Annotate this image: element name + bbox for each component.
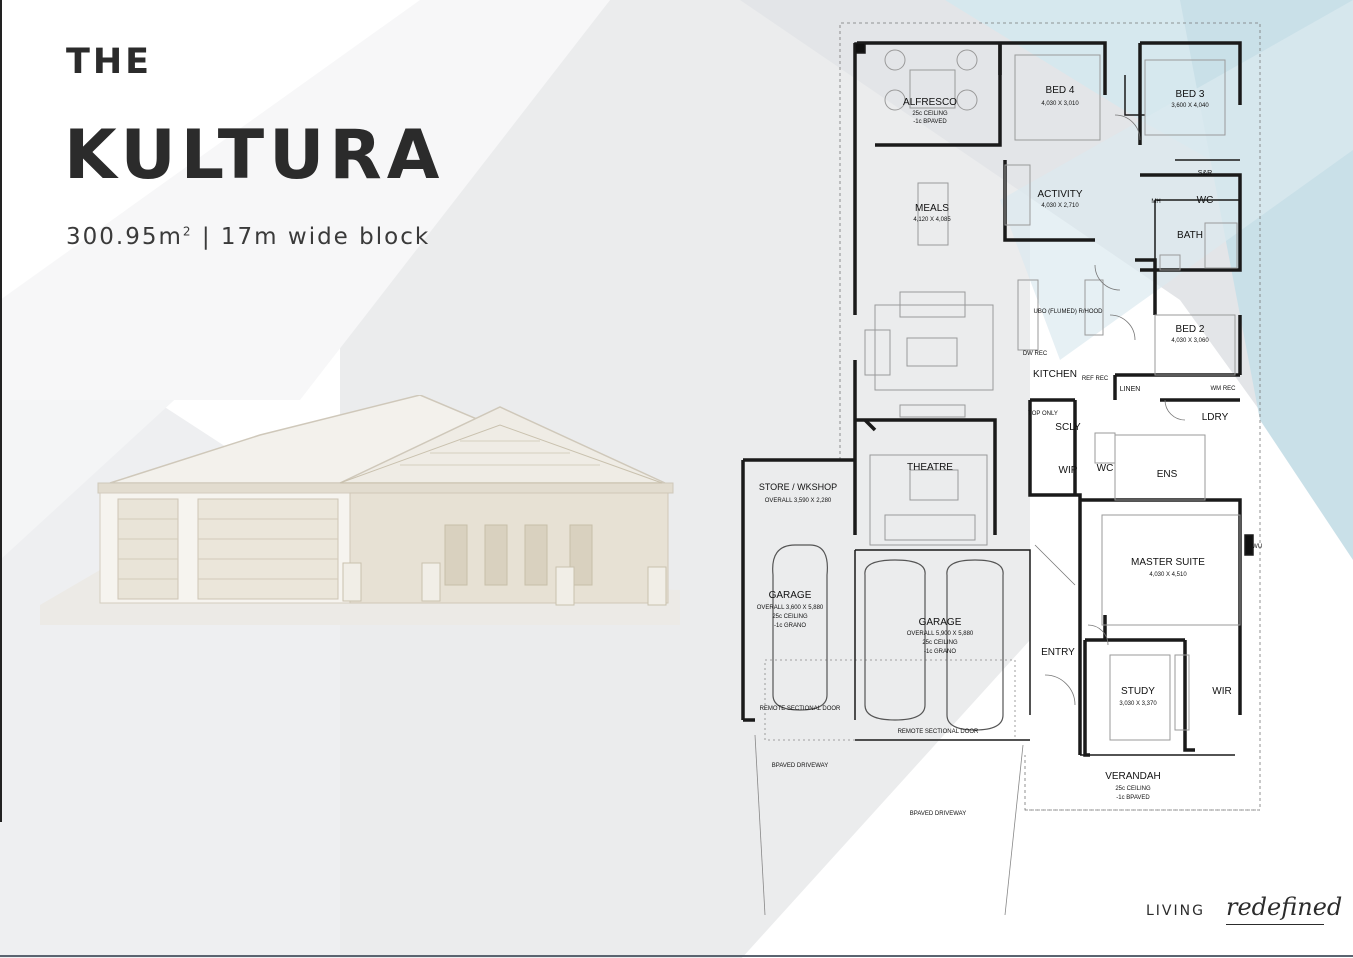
room-activity: ACTIVITY xyxy=(1037,189,1082,200)
label-ref: REF REC xyxy=(1082,376,1109,382)
room-meals: MEALS xyxy=(915,203,949,214)
room-master: MASTER SUITE xyxy=(1131,557,1205,568)
label-hwu: HWU xyxy=(1248,544,1262,550)
brand-logo: LIVING redefined xyxy=(1146,893,1342,929)
room-bath: BATH xyxy=(1177,230,1203,241)
area-value: 300.95m xyxy=(66,224,183,250)
garage2-door: REMOTE SECTIONAL DOOR xyxy=(898,729,979,735)
master-size: 4,030 X 4,510 xyxy=(1149,572,1187,578)
driveway-2: BPAVED DRIVEWAY xyxy=(910,811,966,817)
bed2-size: 4,030 X 3,060 xyxy=(1171,338,1209,344)
room-bed2: BED 2 xyxy=(1176,324,1205,335)
alfresco-floor: -1c BPAVED xyxy=(913,119,947,125)
bed4-size: 4,030 X 3,010 xyxy=(1041,101,1079,107)
title-prefix: THE xyxy=(66,42,153,82)
bottom-border xyxy=(0,955,1353,957)
room-kitchen: KITCHEN xyxy=(1033,369,1077,380)
activity-size: 4,030 X 2,710 xyxy=(1041,203,1079,209)
garage1-ceiling: 25c CEILING xyxy=(772,614,808,620)
garage2-ceiling: 25c CEILING xyxy=(922,640,958,646)
driveway-1: BPAVED DRIVEWAY xyxy=(772,763,828,769)
house-facade-image xyxy=(40,395,680,625)
room-study: STUDY xyxy=(1121,686,1155,697)
label-wm: WM REC xyxy=(1211,386,1237,392)
room-linen: LINEN xyxy=(1120,386,1141,393)
brand-word-living: LIVING xyxy=(1146,903,1205,919)
floor-plan: ALFRESCO 25c CEILING -1c BPAVED BED 4 4,… xyxy=(741,22,1262,915)
garage2-floor: -1c GRANO xyxy=(924,649,956,655)
area-subtitle: 300.95m2 | 17m wide block xyxy=(66,224,430,250)
garage1-door: REMOTE SECTIONAL DOOR xyxy=(760,706,841,712)
room-bed3: BED 3 xyxy=(1176,89,1205,100)
room-wir: WIR xyxy=(1212,686,1231,697)
bed3-size: 3,600 X 4,040 xyxy=(1171,103,1209,109)
room-store: STORE / WKSHOP xyxy=(759,482,837,492)
room-garage2: GARAGE xyxy=(919,617,962,628)
meals-size: 4,120 X 4,085 xyxy=(913,217,951,223)
alfresco-ceiling: 25c CEILING xyxy=(912,111,948,117)
room-theatre: THEATRE xyxy=(907,462,953,473)
area-sup: 2 xyxy=(182,224,193,239)
verandah-floor: -1c BPAVED xyxy=(1116,795,1150,801)
verandah-ceiling: 25c CEILING xyxy=(1115,786,1151,792)
brand-underline xyxy=(1226,924,1324,925)
area-suffix: | 17m wide block xyxy=(201,224,431,250)
room-ldry: LDRY xyxy=(1202,412,1229,423)
room-wip: WIP xyxy=(1059,465,1078,476)
label-uco: UBO (FLUMED) R/HOOD xyxy=(1034,309,1104,315)
study-size: 3,030 X 3,370 xyxy=(1119,701,1157,707)
label-dw: DW REC xyxy=(1023,351,1048,357)
room-ens: ENS xyxy=(1157,469,1178,480)
room-entry: ENTRY xyxy=(1041,647,1075,658)
store-size: OVERALL 3,590 X 2,280 xyxy=(765,498,832,504)
room-scly: SCLY xyxy=(1055,422,1081,433)
label-mh: MH xyxy=(1151,199,1160,205)
garage2-size: OVERALL 5,900 X 5,880 xyxy=(907,631,974,637)
garage1-size: OVERALL 3,600 X 5,880 xyxy=(757,605,824,611)
room-verandah: VERANDAH xyxy=(1105,771,1161,782)
page-title: KULTURA xyxy=(64,116,445,195)
room-sr: S&R xyxy=(1198,170,1212,177)
room-wc: WC xyxy=(1197,195,1214,206)
room-bed4: BED 4 xyxy=(1046,85,1075,96)
label-top-only: TOP ONLY xyxy=(1028,411,1058,417)
room-wc2: WC xyxy=(1097,463,1114,474)
garage1-floor: -1c GRANO xyxy=(774,623,806,629)
left-border xyxy=(0,0,2,822)
room-garage1: GARAGE xyxy=(769,590,812,601)
brand-word-redefined: redefined xyxy=(1226,893,1343,921)
room-alfresco: ALFRESCO xyxy=(903,97,957,108)
